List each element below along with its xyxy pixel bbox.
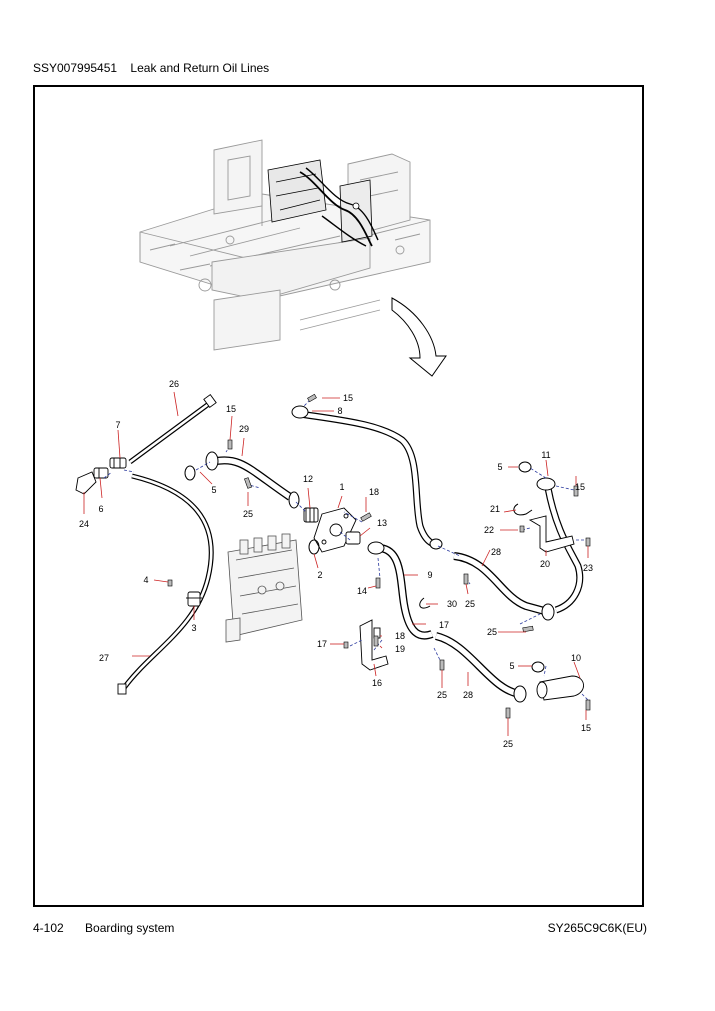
pipe-28-lower xyxy=(434,632,521,698)
callout-24: 24 xyxy=(79,519,89,529)
o-ring-5c xyxy=(531,661,545,673)
elbow-24 xyxy=(75,471,97,495)
callout-17: 17 xyxy=(439,620,449,630)
pipe-8 xyxy=(299,410,442,549)
callout-22: 22 xyxy=(484,525,494,535)
adapter-13 xyxy=(345,531,361,545)
callout-15: 15 xyxy=(575,482,585,492)
pipe-9 xyxy=(377,544,434,640)
callout-25: 25 xyxy=(437,690,447,700)
callout-28: 28 xyxy=(463,690,473,700)
callout-8: 8 xyxy=(337,406,342,416)
callout-15: 15 xyxy=(226,404,236,414)
flange-29-left xyxy=(205,451,219,471)
flange-28-lower xyxy=(513,685,527,703)
callout-4: 4 xyxy=(143,575,148,585)
document-code: SSY007995451 xyxy=(33,61,118,75)
exploded-parts-diagram: 2615815297115512118624251521132222820239… xyxy=(75,139,593,749)
callout-1: 1 xyxy=(339,482,344,492)
callout-23: 23 xyxy=(583,563,593,573)
callout-15: 15 xyxy=(343,393,353,403)
callout-30: 30 xyxy=(447,599,457,609)
callout-17: 17 xyxy=(317,639,327,649)
callout-29: 29 xyxy=(239,424,249,434)
o-ring-5b xyxy=(518,461,532,473)
pipe-28-upper xyxy=(453,552,550,616)
assembly-axes xyxy=(103,399,589,701)
page-title: Leak and Return Oil Lines xyxy=(130,61,270,75)
callout-25: 25 xyxy=(465,599,475,609)
callout-20: 20 xyxy=(540,559,550,569)
callout-13: 13 xyxy=(377,518,387,528)
o-ring-2 xyxy=(308,539,320,555)
flange-11 xyxy=(536,477,556,491)
callout-5: 5 xyxy=(509,661,514,671)
hose-27 xyxy=(117,473,214,695)
callout-12: 12 xyxy=(303,474,313,484)
flange-9-top xyxy=(367,541,385,555)
callout-5: 5 xyxy=(211,485,216,495)
page-number: 4-102 xyxy=(33,921,64,935)
fitting-7 xyxy=(109,457,127,469)
callout-5: 5 xyxy=(497,462,502,472)
callout-25: 25 xyxy=(243,509,253,519)
callout-6: 6 xyxy=(98,504,103,514)
u-bolt-21 xyxy=(513,503,533,516)
clip-30 xyxy=(419,597,431,609)
callout-16: 16 xyxy=(372,678,382,688)
pipe-11 xyxy=(544,487,584,614)
callout-9: 9 xyxy=(427,570,432,580)
adapter-12 xyxy=(303,507,319,523)
callout-28: 28 xyxy=(491,547,501,557)
callout-18: 18 xyxy=(369,487,379,497)
flange-block-1 xyxy=(313,507,357,553)
bracket-20 xyxy=(528,515,575,553)
page-footer-left: 4-102 Boarding system xyxy=(33,921,174,935)
flange-8-bottom xyxy=(429,538,443,550)
model-number: SY265C9C6K(EU) xyxy=(547,921,647,935)
callout-27: 27 xyxy=(99,653,109,663)
callout-10: 10 xyxy=(571,653,581,663)
page-header: SSY007995451 Leak and Return Oil Lines xyxy=(33,61,269,75)
leader-lines xyxy=(83,391,589,736)
callout-3: 3 xyxy=(191,623,196,633)
flange-8-top xyxy=(291,405,309,419)
control-valve xyxy=(225,533,303,643)
section-name: Boarding system xyxy=(85,921,175,935)
callout-18: 18 xyxy=(395,631,405,641)
hose-26 xyxy=(128,393,217,465)
clamp-3 xyxy=(186,591,202,607)
pipe-29 xyxy=(211,456,293,501)
callout-7: 7 xyxy=(115,420,120,430)
pipe-10 xyxy=(536,675,584,701)
callout-21: 21 xyxy=(490,504,500,514)
callout-11: 11 xyxy=(541,450,550,460)
machine-pump-assembly xyxy=(267,159,379,247)
callout-25: 25 xyxy=(487,627,497,637)
callout-14: 14 xyxy=(357,586,367,596)
callout-15: 15 xyxy=(581,723,591,733)
callout-19: 19 xyxy=(395,644,405,654)
callout-25: 25 xyxy=(503,739,513,749)
o-ring-5a xyxy=(184,465,196,481)
callout-26: 26 xyxy=(169,379,179,389)
fitting-6 xyxy=(93,467,109,479)
flange-29-right xyxy=(288,491,300,509)
view-arrow xyxy=(391,297,447,377)
flange-28-upper xyxy=(541,603,555,621)
callout-2: 2 xyxy=(317,570,322,580)
